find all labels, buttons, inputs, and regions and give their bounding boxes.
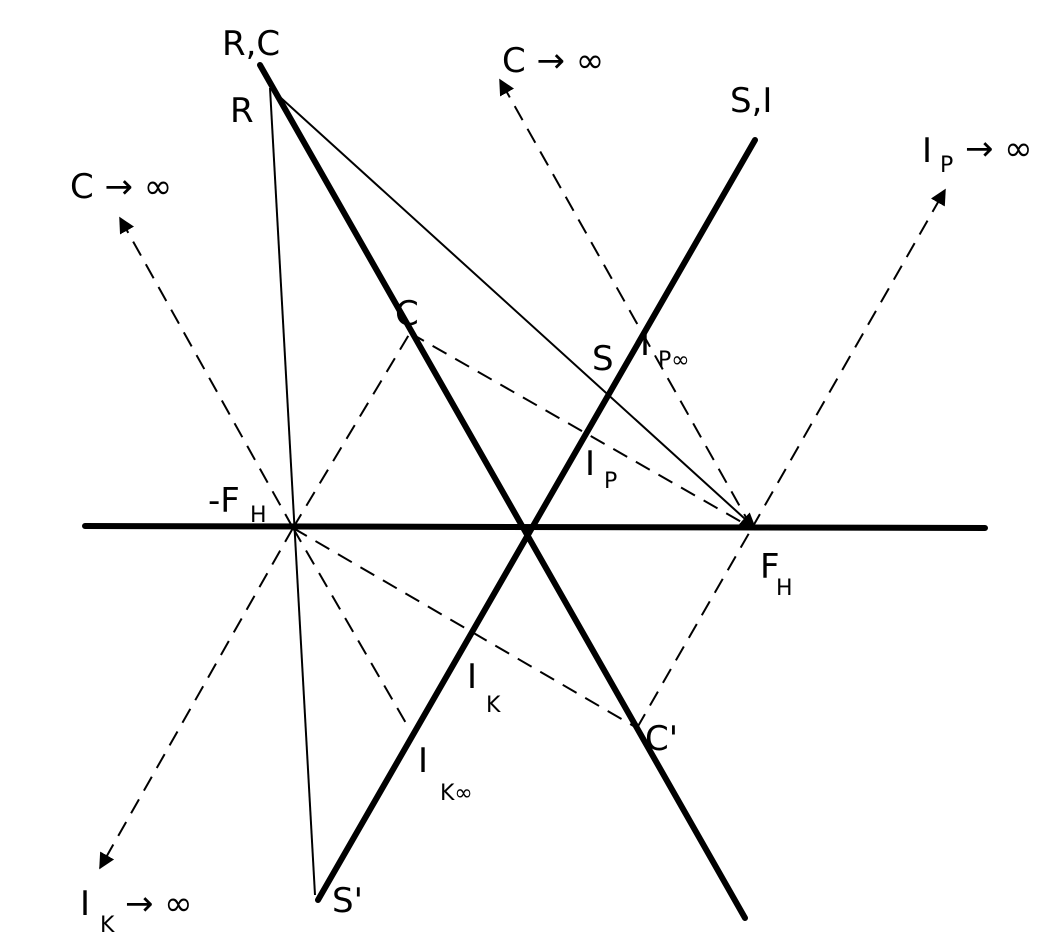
label-ip: I P	[585, 444, 617, 494]
label-c-inf-left: C → ∞	[70, 167, 172, 207]
svg-text:I: I	[922, 131, 932, 171]
label-c: C	[395, 294, 419, 334]
label-fh: F H	[760, 547, 793, 601]
svg-text:H: H	[250, 503, 267, 528]
svg-text:P: P	[940, 153, 953, 178]
svg-text:H: H	[776, 576, 793, 601]
label-s-i: S,I	[730, 81, 772, 121]
svg-text:P: P	[604, 469, 617, 494]
svg-text:-F: -F	[208, 481, 240, 521]
dash-cprime-to-fh	[636, 527, 753, 729]
svg-text:I: I	[418, 741, 428, 781]
label-rc: R,C	[222, 24, 280, 64]
svg-text:I: I	[80, 884, 90, 924]
label-c-prime: C'	[645, 719, 678, 759]
svg-text:K∞: K∞	[440, 781, 473, 806]
label-ik-inf: I K∞	[418, 741, 473, 806]
ray-r-to-sprime	[269, 87, 316, 896]
svg-text:K: K	[486, 693, 501, 718]
dash-c-inf-top	[499, 78, 753, 529]
svg-text:K: K	[100, 913, 115, 938]
label-r: R	[230, 91, 254, 131]
label-ip-inf-arrow: I P → ∞	[922, 129, 1033, 178]
ray-r-to-fh	[269, 87, 757, 530]
svg-text:I: I	[467, 657, 477, 697]
svg-text:I: I	[585, 444, 595, 484]
dash-minusfh-to-c	[292, 332, 411, 529]
label-ik-inf-arrow: I K → ∞	[80, 884, 193, 938]
label-c-inf-top: C → ∞	[502, 41, 604, 81]
svg-text:→ ∞: → ∞	[125, 884, 193, 924]
label-minus-fh: -F H	[208, 481, 267, 528]
dash-c-to-fh	[409, 332, 753, 529]
svg-text:I: I	[640, 324, 650, 364]
svg-text:F: F	[760, 547, 780, 587]
label-ik: I K	[467, 657, 501, 718]
dash-minusfh-to-cprime	[292, 527, 638, 729]
rc-line	[257, 62, 748, 921]
dash-ik-inf	[99, 527, 294, 870]
svg-text:→ ∞: → ∞	[965, 129, 1033, 169]
label-s-prime: S'	[332, 881, 363, 921]
dash-ip-inf	[751, 188, 946, 529]
dash-minusfh-to-ikinf	[292, 527, 411, 731]
si-line	[315, 137, 758, 903]
label-ip-inf: I P∞	[640, 324, 690, 373]
dash-c-inf-left	[119, 216, 294, 529]
label-s: S	[592, 339, 614, 379]
svg-text:P∞: P∞	[658, 348, 690, 373]
